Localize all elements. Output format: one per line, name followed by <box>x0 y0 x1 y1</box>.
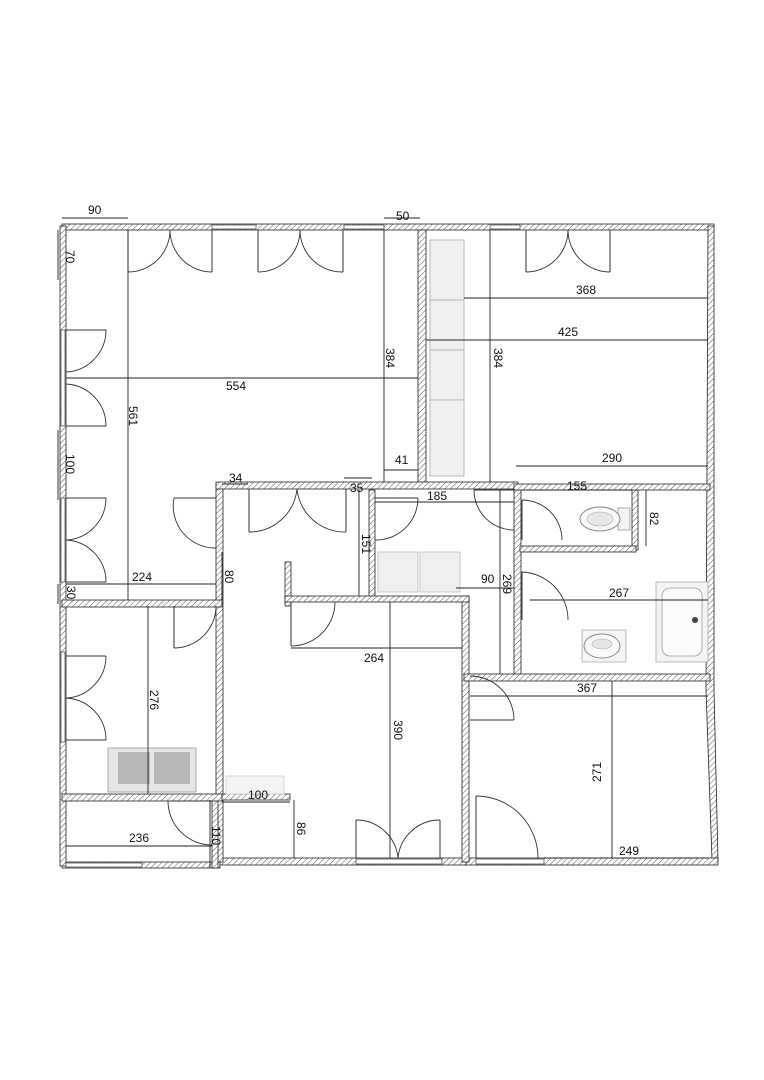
toilet-icon <box>579 506 631 532</box>
window-left-3 <box>60 651 66 743</box>
wall-east-rooms-north <box>513 483 711 491</box>
dim-label-368: 368 <box>576 283 596 297</box>
door-bedroom-se-exterior <box>475 795 539 859</box>
dim-label-384-bedroom: 384 <box>491 348 505 368</box>
window-left-2 <box>60 497 66 583</box>
storage-shelf-2 <box>419 551 461 593</box>
doors <box>65 229 611 859</box>
window-bottom-2 <box>475 858 545 865</box>
dimension-lines <box>57 217 708 868</box>
dim-label-155: 155 <box>567 479 587 493</box>
door-living-french-2 <box>257 229 344 273</box>
door-living-west-french <box>65 329 107 427</box>
sink-icon <box>581 629 627 663</box>
dim-label-290: 290 <box>602 451 622 465</box>
window-left-1 <box>60 329 66 427</box>
dim-label-271: 271 <box>590 762 604 782</box>
dim-label-50: 50 <box>396 209 410 223</box>
wall-living-east <box>417 229 427 489</box>
door-kitchen <box>173 605 217 649</box>
fixtures <box>107 239 709 795</box>
window-bottom-3 <box>65 862 143 868</box>
wall-kitchen-south <box>61 599 223 608</box>
door-bedroom-se <box>469 675 515 721</box>
wall-corridor-east <box>284 561 292 607</box>
dim-label-41: 41 <box>395 453 409 467</box>
wall-wc-south <box>519 545 637 553</box>
door-wc <box>521 499 563 541</box>
dim-label-425: 425 <box>558 325 578 339</box>
dim-label-249: 249 <box>619 844 639 858</box>
window-top-2 <box>343 224 385 230</box>
dim-label-100-hall: 100 <box>248 788 268 802</box>
dim-label-276: 276 <box>147 690 161 710</box>
dimension-labels: 90 50 70 384 384 368 425 554 561 41 290 … <box>63 203 661 858</box>
door-living-hall <box>172 497 217 549</box>
door-bedroom-ne-french <box>525 229 611 273</box>
dim-label-151: 151 <box>359 534 373 554</box>
dim-label-86: 86 <box>294 822 308 836</box>
door-bedroom-center <box>290 601 336 647</box>
storage-shelf-1 <box>377 551 419 593</box>
dim-label-554: 554 <box>226 379 246 393</box>
wall-wc-east <box>631 489 639 551</box>
dim-label-70: 70 <box>63 250 77 264</box>
windows <box>60 224 545 868</box>
window-top-1 <box>211 224 257 230</box>
window-bottom-1 <box>355 858 443 865</box>
hall-bench <box>225 775 285 795</box>
door-living-west-french-2 <box>65 497 107 583</box>
wardrobe-panel-1 <box>429 239 465 301</box>
dim-label-269: 269 <box>500 574 514 594</box>
window-top-3 <box>489 224 521 230</box>
door-living-french-1 <box>127 229 213 273</box>
dim-label-236: 236 <box>129 831 149 845</box>
dim-label-35: 35 <box>350 481 364 495</box>
dim-label-267: 267 <box>609 586 629 600</box>
door-corridor-east <box>473 489 515 531</box>
wardrobe-panel-2 <box>429 299 465 351</box>
door-bedroom-center-exterior <box>355 819 441 859</box>
dim-label-264: 264 <box>364 651 384 665</box>
wall-exterior-top <box>61 223 715 231</box>
wall-exterior-right <box>705 225 719 861</box>
wall-living-south <box>215 481 519 490</box>
wall-bath-west <box>513 489 522 677</box>
dim-label-390: 390 <box>391 720 405 740</box>
dim-label-224: 224 <box>132 570 152 584</box>
dim-label-34: 34 <box>229 471 243 485</box>
door-hall-french <box>248 488 347 533</box>
dim-label-185: 185 <box>427 489 447 503</box>
wall-laundry-north <box>61 793 223 802</box>
dim-label-561: 561 <box>126 406 140 426</box>
dim-label-90-corridor: 90 <box>481 572 495 586</box>
door-storage <box>374 497 419 541</box>
dim-label-384-living: 384 <box>383 348 397 368</box>
dim-label-82: 82 <box>647 512 661 526</box>
dim-label-30: 30 <box>64 586 78 600</box>
wardrobe-panel-4 <box>429 399 465 477</box>
dim-label-90: 90 <box>88 203 102 217</box>
dim-label-80: 80 <box>222 570 236 584</box>
wall-bedroom-east <box>461 595 470 863</box>
kitchen-unit <box>107 747 197 793</box>
door-bathroom <box>521 571 569 621</box>
door-laundry <box>167 800 213 846</box>
wardrobe-panel-3 <box>429 349 465 401</box>
bathtub-icon <box>655 581 709 663</box>
dim-label-367: 367 <box>577 681 597 695</box>
dim-label-110: 110 <box>209 826 223 845</box>
door-kitchen-west-french <box>65 655 107 741</box>
dim-label-100-living: 100 <box>63 454 77 474</box>
wall-bedroom-north <box>284 595 470 603</box>
wall-bath-south <box>463 673 711 682</box>
